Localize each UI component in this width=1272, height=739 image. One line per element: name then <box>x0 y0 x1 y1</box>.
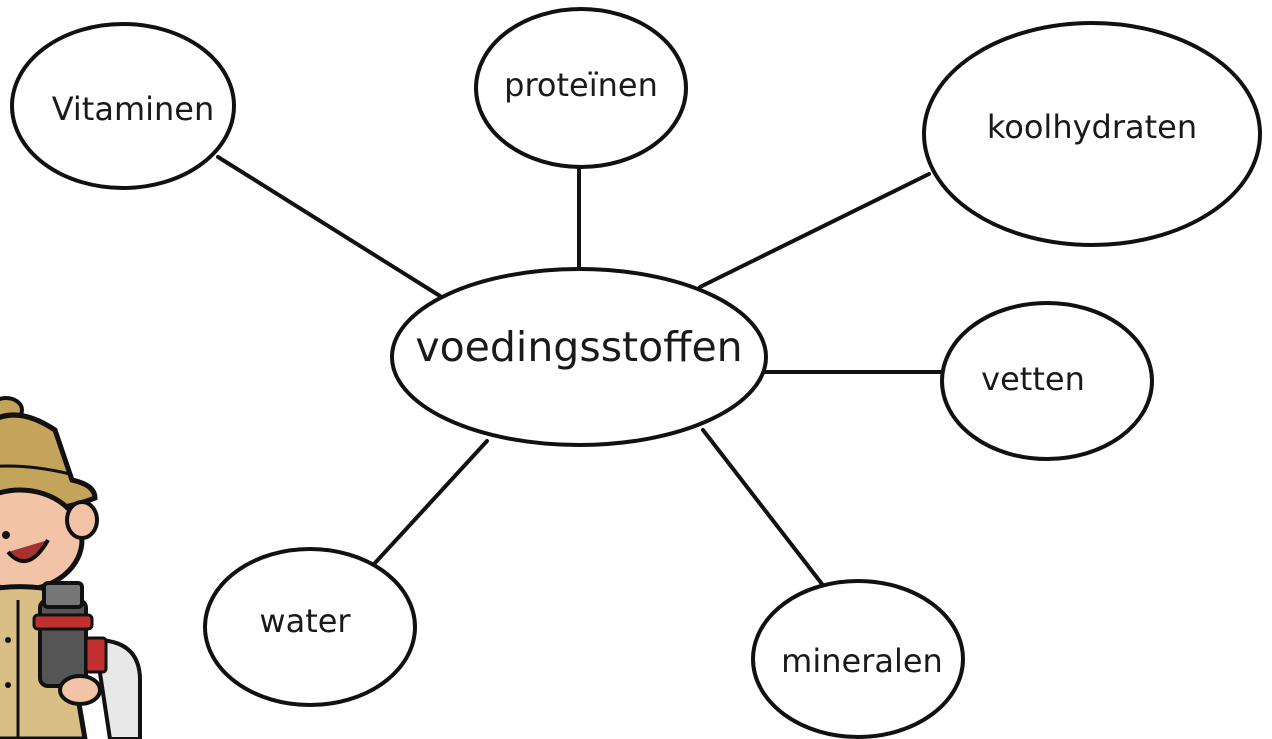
connectors <box>216 155 945 586</box>
center-node: voedingsstoffen <box>390 267 768 447</box>
connector-mineralen <box>701 428 824 586</box>
node-proteinen: proteïnen <box>474 7 688 169</box>
node-vetten-label: vetten <box>981 360 1085 398</box>
node-koolhydraten: koolhydraten <box>922 21 1262 247</box>
node-vetten: vetten <box>940 301 1154 461</box>
explorer-face <box>0 487 99 593</box>
node-koolhydraten-label: koolhydraten <box>987 108 1197 146</box>
pith-helmet-icon <box>0 396 98 514</box>
connector-vitaminen <box>216 155 442 298</box>
node-water-label: water <box>259 602 351 640</box>
node-water: water <box>203 547 417 707</box>
node-vitaminen: Vitaminen <box>10 22 236 190</box>
center-node-label: voedingsstoffen <box>415 323 742 371</box>
binoculars-icon <box>32 581 142 739</box>
connector-koolhydraten <box>698 172 931 289</box>
node-mineralen: mineralen <box>751 579 965 739</box>
node-proteinen-label: proteïnen <box>504 66 658 104</box>
node-mineralen-label: mineralen <box>781 642 943 680</box>
connector-water <box>373 439 489 565</box>
node-vitaminen-label: Vitaminen <box>52 90 215 128</box>
explorer-illustration <box>0 396 142 739</box>
